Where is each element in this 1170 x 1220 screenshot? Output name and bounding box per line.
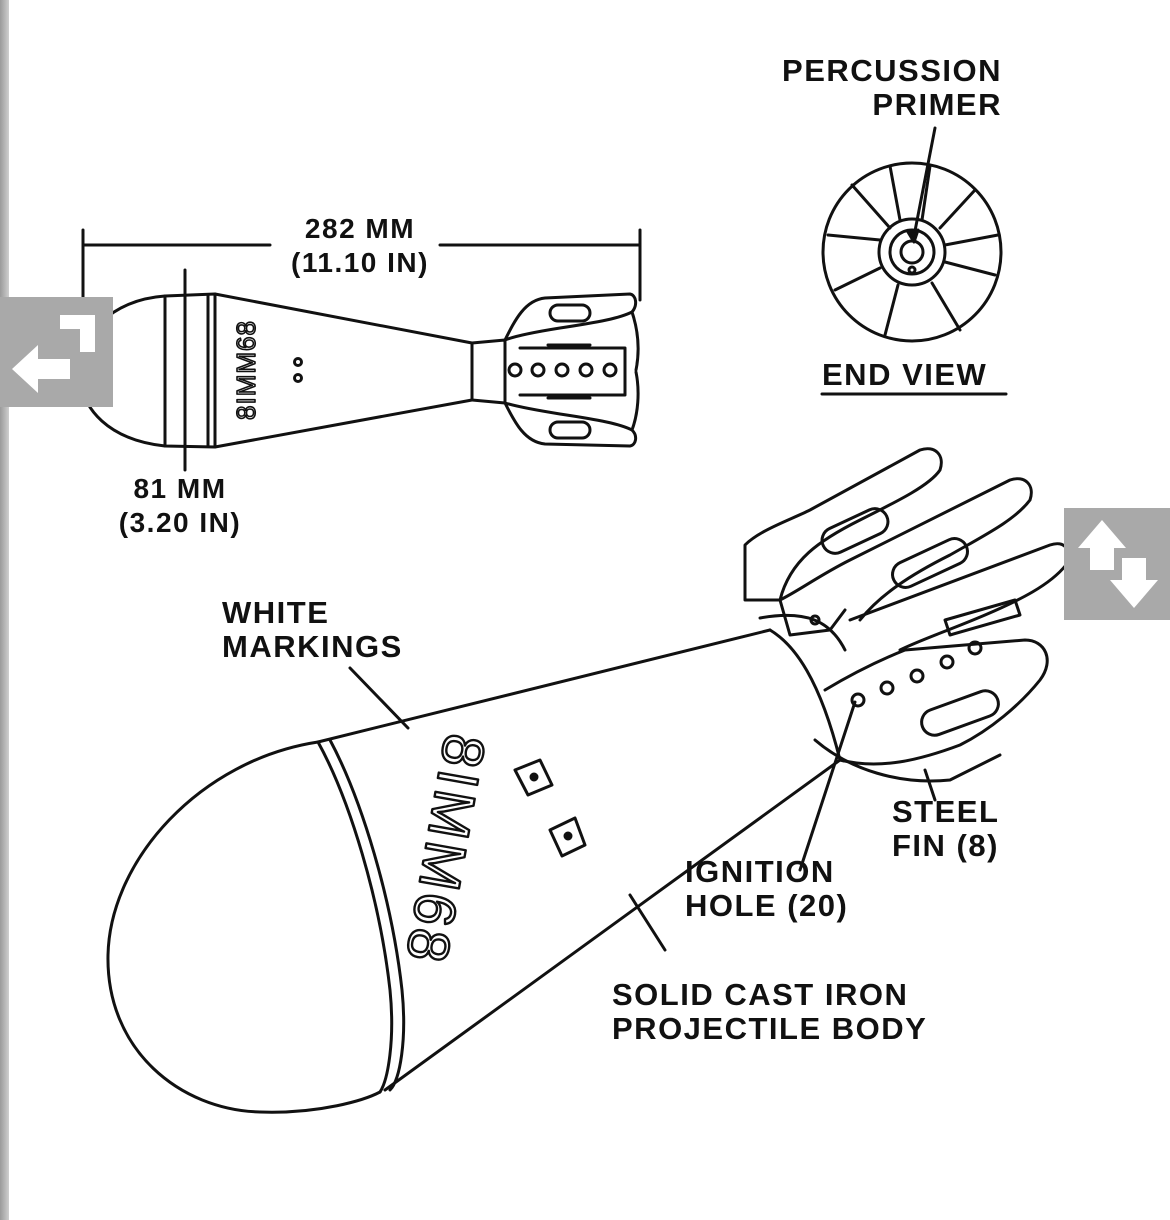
iso-marking: 8IMM68 — [393, 729, 498, 970]
iso-band — [316, 740, 394, 1094]
label-end-view: END VIEW — [822, 357, 988, 392]
side-marking: 8IMM68 — [231, 320, 261, 420]
side-boom — [470, 338, 507, 405]
window-left-edge — [0, 0, 9, 1220]
prev-button[interactable] — [0, 297, 113, 407]
markings-leader — [348, 666, 410, 730]
label-percussion-primer: PERCUSSION PRIMER — [782, 53, 1002, 122]
side-fins — [503, 292, 640, 448]
label-projectile-body: SOLID CAST IRON PROJECTILE BODY — [612, 977, 928, 1046]
label-white-markings: WHITE MARKINGS — [222, 595, 403, 664]
iso-square-marks — [513, 758, 587, 858]
label-steel-fin: STEEL FIN (8) — [892, 794, 1000, 863]
label-ignition-hole: IGNITION HOLE (20) — [685, 854, 849, 923]
iso-body-top — [316, 628, 772, 744]
label-diameter: 81 MM (3.20 IN) — [118, 473, 242, 538]
end-view-fins — [826, 164, 1000, 337]
sort-button[interactable] — [1064, 508, 1170, 620]
ignition-leader — [798, 700, 857, 872]
side-view: 8IMM68 — [78, 228, 642, 472]
body-leader — [628, 893, 667, 952]
label-length: 282 MM (11.10 IN) — [291, 213, 429, 278]
end-view — [820, 126, 1008, 396]
primer-leader — [912, 126, 937, 238]
arrow-up-down-icon — [1078, 520, 1158, 608]
fin-leader — [923, 768, 937, 802]
iso-boom — [768, 628, 842, 762]
iso-nose — [106, 740, 382, 1114]
iso-body-bottom — [383, 758, 842, 1092]
arrow-left-icon — [12, 315, 95, 393]
